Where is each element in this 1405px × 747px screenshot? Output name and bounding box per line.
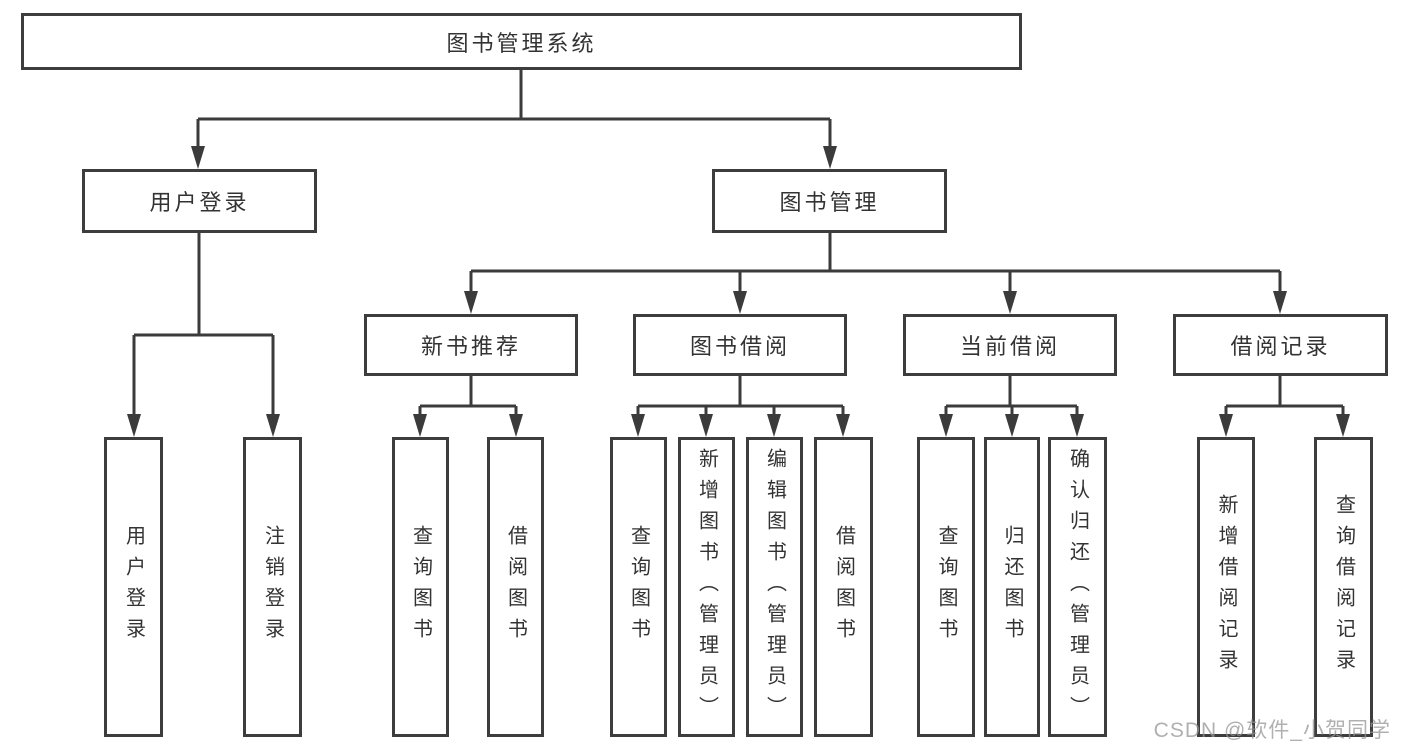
connector-borrow-record-to-leaves <box>1219 376 1350 437</box>
node-root-library-system: 图书管理系统 <box>21 13 1022 70</box>
node-current-borrow: 当前借阅 <box>903 314 1117 376</box>
leaf-user-login: 用户登录 <box>104 437 163 737</box>
connector-book-borrow-to-leaves <box>631 376 850 437</box>
leaf-add-borrow-record: 新增借阅记录 <box>1197 437 1255 737</box>
leaf-confirm-return-admin: 确认归还（管理员） <box>1048 437 1107 737</box>
leaf-return-books: 归还图书 <box>984 437 1040 737</box>
node-new-book-recommend: 新书推荐 <box>364 314 578 376</box>
connector-root-to-level2 <box>191 70 837 169</box>
connector-current-borrow-to-leaves <box>939 376 1084 437</box>
leaf-query-books-current: 查询图书 <box>917 437 975 737</box>
leaf-edit-books-admin: 编辑图书（管理员） <box>746 437 803 737</box>
leaf-query-borrow-record: 查询借阅记录 <box>1314 437 1373 737</box>
node-user-login: 用户登录 <box>82 169 317 233</box>
leaf-borrow-books: 借阅图书 <box>814 437 873 737</box>
leaf-query-books-borrow: 查询图书 <box>610 437 667 737</box>
node-book-management: 图书管理 <box>712 169 947 233</box>
leaf-logout: 注销登录 <box>243 437 302 737</box>
connector-new-book-recommend-to-leaves <box>413 376 523 437</box>
connector-user-login-to-leaves <box>127 233 280 437</box>
leaf-query-books-recommend: 查询图书 <box>392 437 449 737</box>
leaf-borrow-books-recommend: 借阅图书 <box>487 437 544 737</box>
leaf-add-books-admin: 新增图书（管理员） <box>678 437 735 737</box>
node-book-borrow: 图书借阅 <box>633 314 847 376</box>
node-borrow-record: 借阅记录 <box>1173 314 1388 376</box>
connector-book-management-to-level3 <box>464 233 1287 314</box>
csdn-watermark: CSDN @软件_小贺同学 <box>1153 719 1391 742</box>
